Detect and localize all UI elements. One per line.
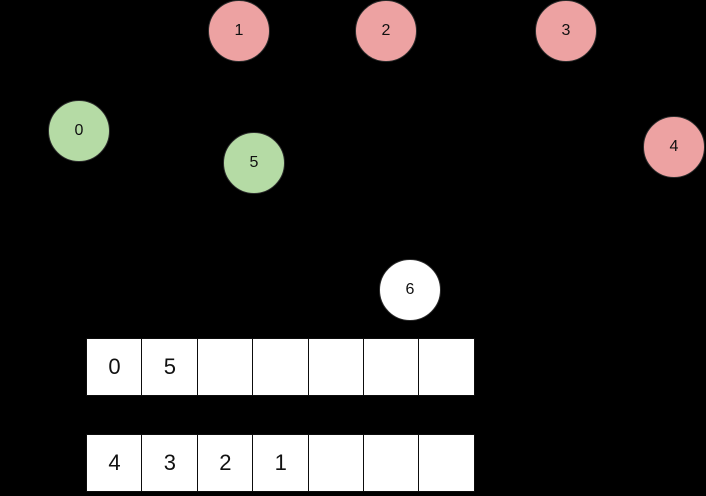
graph-node-label: 1 bbox=[234, 22, 244, 39]
graph-node-label: 4 bbox=[669, 138, 679, 155]
graph-node-5[interactable]: 5 bbox=[223, 132, 285, 194]
graph-node-label: 6 bbox=[405, 281, 415, 298]
graph-node-label: 0 bbox=[74, 122, 84, 139]
array-cell[interactable] bbox=[363, 338, 421, 396]
graph-node-label: 2 bbox=[381, 22, 391, 39]
array-cell-value: 4 bbox=[108, 450, 121, 475]
array-cell-value: 3 bbox=[163, 450, 177, 475]
array-cell-value: 0 bbox=[108, 354, 121, 379]
array-cell-value: 1 bbox=[274, 450, 287, 475]
array-cell[interactable] bbox=[363, 434, 421, 492]
graph-node-label: 5 bbox=[249, 154, 259, 171]
array-cell[interactable]: 3 bbox=[141, 434, 199, 492]
array-cell[interactable] bbox=[418, 434, 476, 492]
array-cell[interactable] bbox=[252, 338, 310, 396]
array-cell[interactable] bbox=[418, 338, 476, 396]
graph-node-0[interactable]: 0 bbox=[48, 100, 110, 162]
array-top: 0 5 bbox=[86, 338, 476, 396]
array-cell[interactable] bbox=[307, 338, 365, 396]
array-cell[interactable]: 4 bbox=[86, 434, 143, 492]
graph-node-4[interactable]: 4 bbox=[643, 116, 705, 178]
array-cell-value: 5 bbox=[163, 354, 177, 379]
graph-node-label: 3 bbox=[561, 22, 571, 39]
array-bottom: 4 3 2 1 bbox=[86, 434, 476, 492]
graph-node-1[interactable]: 1 bbox=[208, 0, 270, 62]
array-cell[interactable]: 0 bbox=[86, 338, 143, 396]
graph-node-2[interactable]: 2 bbox=[355, 0, 417, 62]
array-cell[interactable]: 1 bbox=[252, 434, 310, 492]
array-cell[interactable] bbox=[307, 434, 365, 492]
graph-node-6[interactable]: 6 bbox=[379, 259, 441, 321]
array-cell[interactable]: 5 bbox=[141, 338, 199, 396]
array-cell[interactable]: 2 bbox=[196, 434, 254, 492]
array-cell-value: 2 bbox=[219, 450, 232, 475]
array-cell[interactable] bbox=[196, 338, 254, 396]
graph-node-3[interactable]: 3 bbox=[535, 0, 597, 62]
